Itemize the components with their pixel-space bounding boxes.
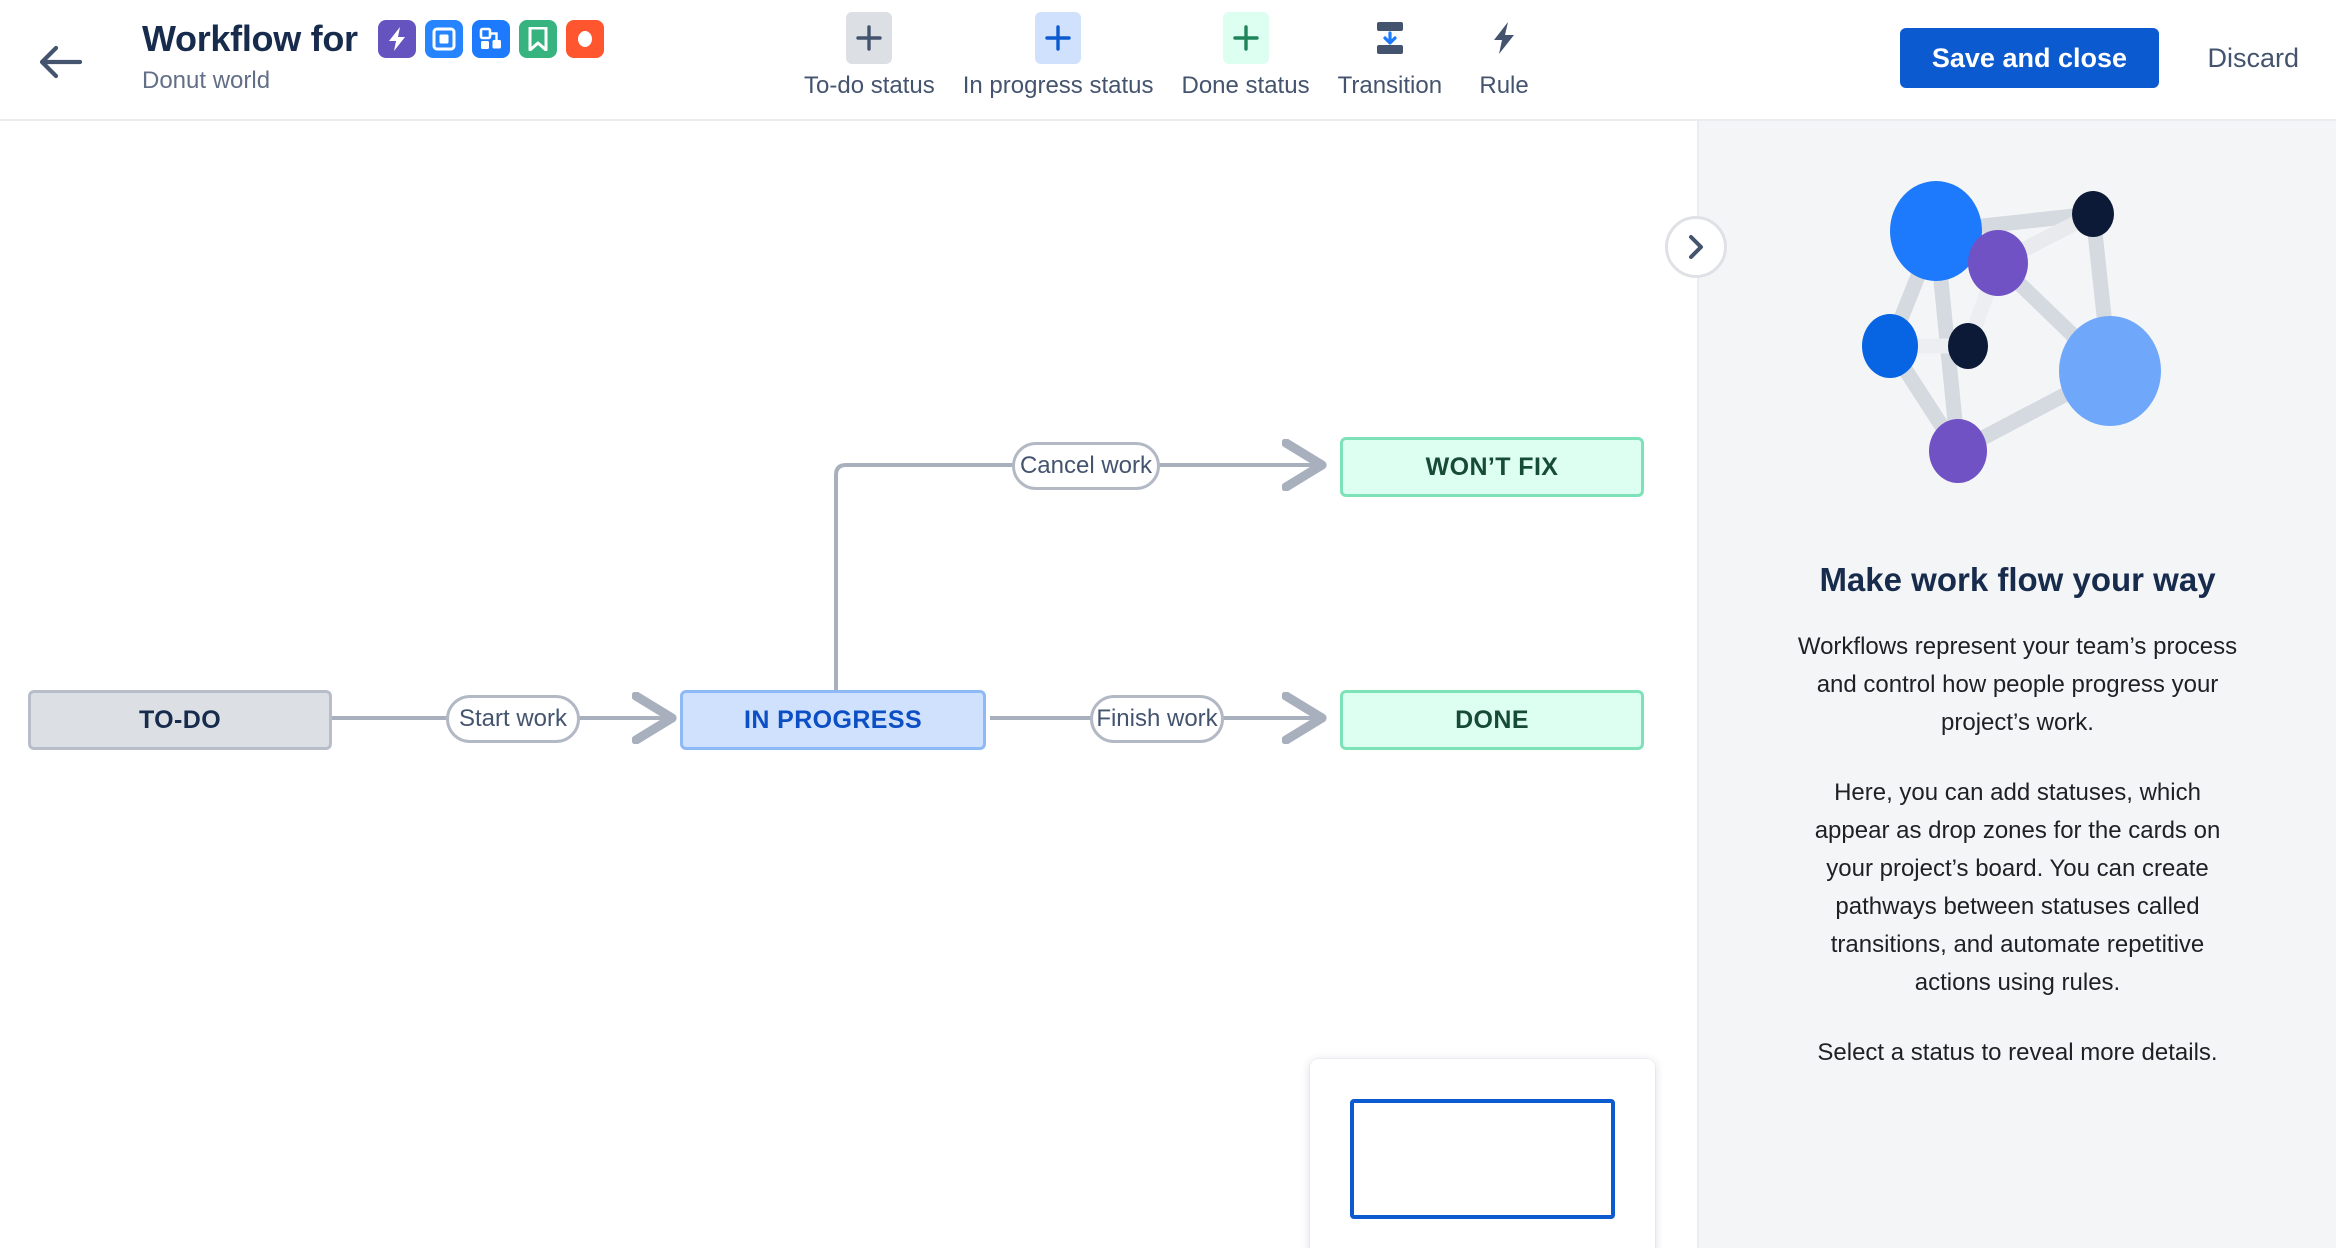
add-rule-icon bbox=[1481, 12, 1527, 64]
add-done-status-button[interactable]: Done status bbox=[1168, 12, 1324, 100]
panel-paragraph-2: Here, you can add statuses, which appear… bbox=[1814, 779, 2221, 996]
workflow-edges bbox=[332, 121, 1697, 1248]
add-todo-status-label: To-do status bbox=[804, 72, 935, 99]
arrow-left-icon bbox=[39, 45, 82, 79]
status-node-todo[interactable]: TO-DO bbox=[28, 690, 332, 750]
page-title: Workflow for bbox=[142, 18, 358, 59]
page-subtitle: Donut world bbox=[142, 67, 271, 94]
transition-cancel-work[interactable]: Cancel work bbox=[1012, 442, 1160, 490]
status-node-in-progress[interactable]: IN PROGRESS bbox=[680, 690, 986, 750]
chevron-right-icon bbox=[1689, 235, 1703, 259]
status-node-todo-label: TO-DO bbox=[138, 705, 222, 734]
status-node-in-progress-label: IN PROGRESS bbox=[743, 705, 923, 734]
status-node-done[interactable]: DONE bbox=[1340, 690, 1644, 750]
add-in-progress-status-icon bbox=[1035, 12, 1082, 64]
panel-collapse-toggle[interactable] bbox=[1665, 216, 1727, 278]
product-icon-group bbox=[377, 20, 604, 58]
panel-heading: Make work flow your way bbox=[1819, 561, 2216, 598]
discard-button[interactable]: Discard bbox=[2201, 28, 2305, 88]
transition-start-work-label: Start work bbox=[458, 705, 568, 732]
add-todo-status-button[interactable]: To-do status bbox=[790, 12, 949, 100]
panel-paragraph-1: Workflows represent your team’s process … bbox=[1797, 633, 2238, 736]
transition-finish-work[interactable]: Finish work bbox=[1090, 695, 1224, 743]
workflow-illustration bbox=[1848, 181, 2188, 516]
status-node-done-label: DONE bbox=[1455, 705, 1529, 734]
jira-service-management-icon bbox=[424, 20, 463, 58]
minimap-panel bbox=[1310, 1059, 1655, 1248]
add-rule-button[interactable]: Rule bbox=[1456, 12, 1552, 100]
confluence-icon bbox=[518, 20, 557, 58]
jira-product-discovery-icon bbox=[565, 20, 604, 58]
add-transition-button[interactable]: Transition bbox=[1324, 12, 1456, 100]
title-block: Workflow for bbox=[142, 18, 604, 95]
workflow-toolbar: To-do status In progress status Done sta… bbox=[790, 12, 1552, 100]
status-node-wont-fix[interactable]: WON’T FIX bbox=[1340, 437, 1644, 497]
transition-start-work[interactable]: Start work bbox=[446, 695, 580, 743]
add-rule-label: Rule bbox=[1479, 72, 1529, 99]
panel-body: Workflows represent your team’s process … bbox=[1798, 628, 2238, 1072]
add-todo-status-icon bbox=[846, 12, 893, 64]
add-transition-label: Transition bbox=[1337, 72, 1443, 99]
add-in-progress-status-label: In progress status bbox=[962, 72, 1154, 99]
add-transition-icon bbox=[1367, 12, 1413, 64]
add-done-status-icon bbox=[1222, 12, 1269, 64]
add-done-status-label: Done status bbox=[1181, 72, 1310, 99]
panel-paragraph-3: Select a status to reveal more details. bbox=[1817, 1039, 2218, 1066]
top-bar: Workflow for bbox=[0, 0, 2336, 121]
back-button[interactable] bbox=[36, 38, 84, 86]
minimap-viewport-rect[interactable] bbox=[1350, 1099, 1615, 1219]
jira-software-icon bbox=[377, 20, 416, 58]
transition-finish-work-label: Finish work bbox=[1096, 705, 1218, 732]
workflow-canvas[interactable]: TO-DO IN PROGRESS WON’T FIX DONE Start w… bbox=[0, 121, 1697, 1248]
jira-work-management-icon bbox=[471, 20, 510, 58]
transition-cancel-work-label: Cancel work bbox=[1019, 452, 1153, 479]
add-in-progress-status-button[interactable]: In progress status bbox=[949, 12, 1168, 100]
info-panel: Make work flow your way Workflows repres… bbox=[1697, 121, 2336, 1248]
status-node-wont-fix-label: WON’T FIX bbox=[1425, 452, 1559, 481]
save-and-close-button[interactable]: Save and close bbox=[1899, 28, 2159, 88]
